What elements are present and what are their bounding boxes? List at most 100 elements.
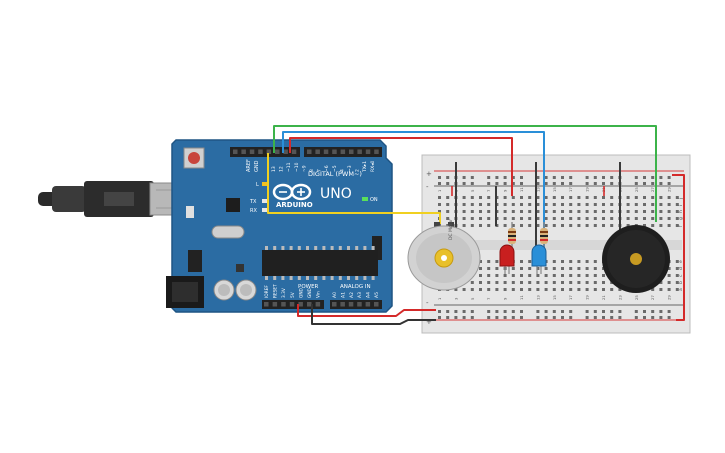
breadboard-hole[interactable]	[462, 210, 466, 213]
breadboard-hole[interactable]	[495, 182, 499, 185]
breadboard-hole[interactable]	[569, 316, 573, 319]
breadboard-hole[interactable]	[503, 196, 507, 199]
breadboard-hole[interactable]	[602, 316, 605, 319]
breadboard-hole[interactable]	[528, 288, 532, 291]
breadboard-hole[interactable]	[528, 267, 532, 270]
header-pin[interactable]	[249, 149, 255, 155]
breadboard-hole[interactable]	[520, 182, 523, 185]
breadboard-hole[interactable]	[479, 224, 482, 227]
breadboard-hole[interactable]	[528, 217, 532, 220]
breadboard-hole[interactable]	[470, 224, 474, 227]
header-pin[interactable]	[340, 302, 345, 307]
breadboard-hole[interactable]	[569, 224, 573, 227]
breadboard-hole[interactable]	[536, 182, 540, 185]
breadboard-hole[interactable]	[585, 217, 589, 220]
header-pin[interactable]	[289, 302, 295, 307]
breadboard-hole[interactable]	[610, 210, 614, 213]
breadboard-hole[interactable]	[536, 196, 540, 199]
breadboard-hole[interactable]	[602, 224, 605, 227]
breadboard-hole[interactable]	[577, 203, 581, 206]
breadboard-hole[interactable]	[675, 267, 679, 270]
header-pin[interactable]	[298, 302, 303, 307]
breadboard-hole[interactable]	[536, 267, 540, 270]
breadboard-hole[interactable]	[536, 210, 540, 213]
breadboard-hole[interactable]	[462, 217, 466, 220]
breadboard-hole[interactable]	[487, 267, 491, 270]
breadboard-hole[interactable]	[536, 217, 540, 220]
breadboard-hole[interactable]	[569, 288, 573, 291]
breadboard-hole[interactable]	[495, 267, 499, 270]
breadboard-hole[interactable]	[503, 182, 507, 185]
breadboard-hole[interactable]	[503, 224, 507, 227]
breadboard-hole[interactable]	[569, 281, 573, 284]
breadboard-hole[interactable]	[446, 310, 450, 313]
breadboard-hole[interactable]	[479, 217, 482, 220]
breadboard-hole[interactable]	[634, 316, 638, 319]
breadboard-hole[interactable]	[511, 176, 515, 179]
breadboard-hole[interactable]	[675, 288, 679, 291]
breadboard-hole[interactable]	[487, 281, 491, 284]
breadboard-hole[interactable]	[470, 176, 474, 179]
breadboard-hole[interactable]	[487, 260, 491, 263]
breadboard-hole[interactable]	[511, 203, 515, 206]
breadboard-hole[interactable]	[511, 217, 515, 220]
breadboard-hole[interactable]	[503, 316, 507, 319]
breadboard-hole[interactable]	[651, 210, 655, 213]
breadboard-hole[interactable]	[561, 274, 564, 277]
breadboard-hole[interactable]	[479, 288, 482, 291]
breadboard-hole[interactable]	[528, 274, 532, 277]
breadboard-hole[interactable]	[495, 310, 499, 313]
breadboard-hole[interactable]	[634, 217, 638, 220]
breadboard-hole[interactable]	[651, 196, 655, 199]
header-pin[interactable]	[357, 302, 362, 307]
breadboard-hole[interactable]	[593, 217, 597, 220]
breadboard-hole[interactable]	[462, 288, 466, 291]
breadboard-hole[interactable]	[520, 196, 523, 199]
breadboard-hole[interactable]	[585, 260, 589, 263]
breadboard-hole[interactable]	[569, 217, 573, 220]
breadboard-hole[interactable]	[552, 260, 556, 263]
breadboard-hole[interactable]	[585, 203, 589, 206]
header-pin[interactable]	[315, 302, 321, 307]
breadboard-hole[interactable]	[626, 210, 630, 213]
breadboard-hole[interactable]	[634, 196, 638, 199]
breadboard-hole[interactable]	[667, 274, 671, 277]
breadboard-hole[interactable]	[610, 203, 614, 206]
breadboard-hole[interactable]	[561, 217, 564, 220]
breadboard-hole[interactable]	[544, 310, 548, 313]
breadboard-hole[interactable]	[626, 203, 630, 206]
breadboard-hole[interactable]	[659, 310, 663, 313]
breadboard-hole[interactable]	[487, 274, 491, 277]
breadboard-hole[interactable]	[667, 224, 671, 227]
breadboard-hole[interactable]	[487, 217, 491, 220]
breadboard-hole[interactable]	[667, 210, 671, 213]
breadboard-hole[interactable]	[487, 203, 491, 206]
breadboard-hole[interactable]	[569, 203, 573, 206]
breadboard-hole[interactable]	[569, 310, 573, 313]
breadboard-hole[interactable]	[503, 281, 507, 284]
breadboard-hole[interactable]	[528, 224, 532, 227]
breadboard-hole[interactable]	[610, 310, 614, 313]
breadboard-hole[interactable]	[651, 182, 655, 185]
breadboard-hole[interactable]	[438, 196, 441, 199]
breadboard-hole[interactable]	[577, 288, 581, 291]
header-pin[interactable]	[332, 302, 337, 307]
breadboard-hole[interactable]	[462, 203, 466, 206]
header-pin[interactable]	[275, 149, 280, 155]
breadboard-hole[interactable]	[495, 288, 499, 291]
breadboard-hole[interactable]	[643, 310, 646, 313]
breadboard-hole[interactable]	[610, 182, 614, 185]
header-pin[interactable]	[258, 149, 263, 155]
breadboard-hole[interactable]	[569, 176, 573, 179]
breadboard-hole[interactable]	[462, 182, 466, 185]
breadboard-hole[interactable]	[511, 316, 515, 319]
breadboard-hole[interactable]	[470, 203, 474, 206]
breadboard-hole[interactable]	[479, 260, 482, 263]
header-pin[interactable]	[264, 302, 269, 307]
header-pin[interactable]	[272, 302, 278, 307]
breadboard-hole[interactable]	[634, 176, 638, 179]
breadboard-hole[interactable]	[520, 217, 523, 220]
breadboard-hole[interactable]	[544, 217, 548, 220]
breadboard-hole[interactable]	[585, 316, 589, 319]
breadboard-hole[interactable]	[462, 196, 466, 199]
